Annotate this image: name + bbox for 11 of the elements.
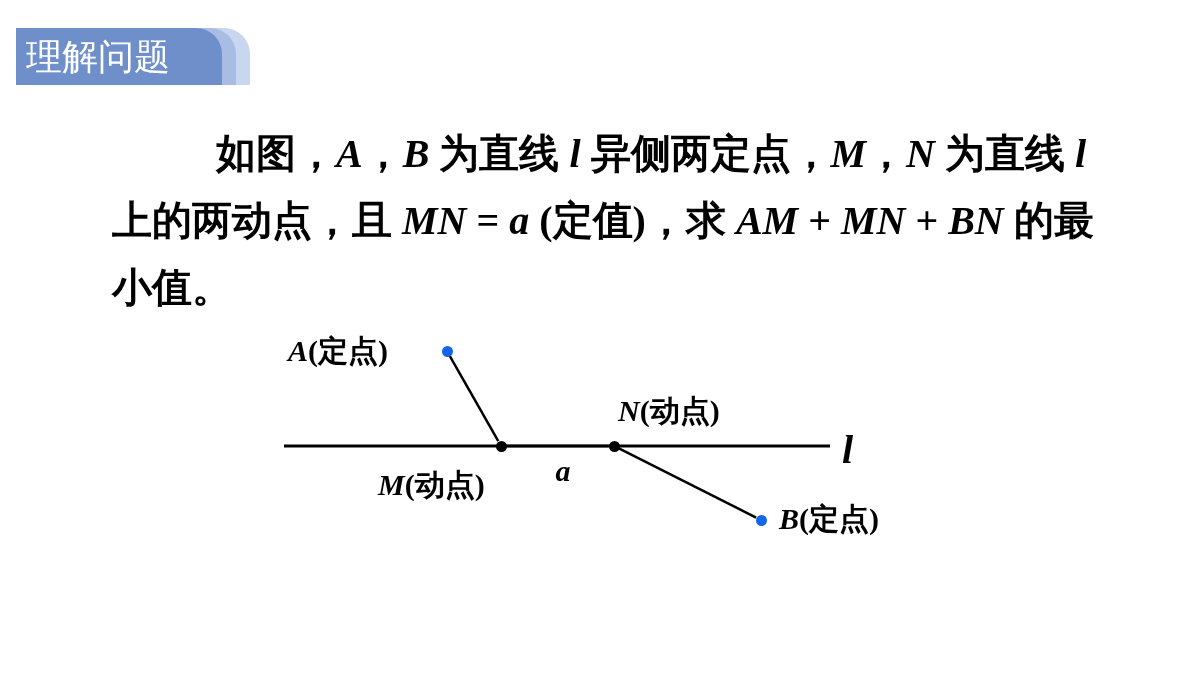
line-segment [448, 355, 500, 442]
point-label: M(动点) [378, 468, 485, 502]
point-label: N(动点) [618, 394, 720, 428]
point-label: A(定点) [288, 334, 388, 368]
line-segment [618, 447, 757, 519]
line-label: l [842, 428, 854, 472]
problem-text: 如图，A，B 为直线 l 异侧两定点，M，N 为直线 l 上的两动点，且 MN = a (定值)，求 AM + MN + BN 的最小值。 [112, 130, 1095, 312]
point-label: B(定点) [779, 502, 879, 536]
heading: 理解问题 [16, 28, 222, 85]
point [288, 334, 454, 370]
line-segment [506, 444, 609, 448]
